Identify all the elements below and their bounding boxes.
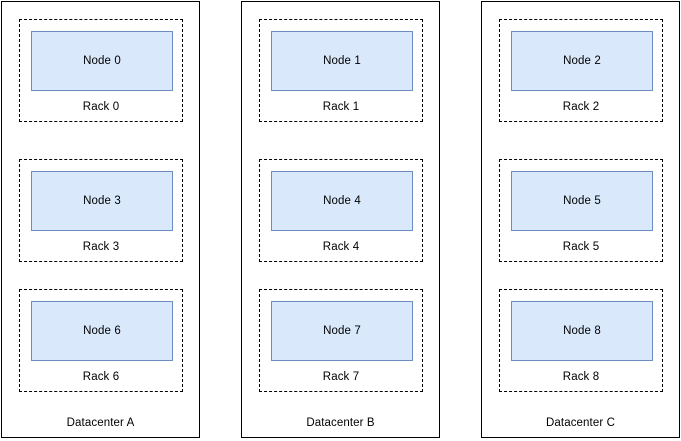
rack-container-1[interactable]: Node 1 Rack 1 <box>259 19 423 122</box>
node-label: Node 3 <box>83 195 121 207</box>
rack-container-2[interactable]: Node 2 Rack 2 <box>499 19 663 122</box>
rack-label: Rack 8 <box>562 371 600 383</box>
node-box-4[interactable]: Node 4 <box>271 171 413 231</box>
node-label: Node 2 <box>563 55 601 67</box>
rack-label: Rack 4 <box>322 241 360 253</box>
datacenter-label: Datacenter C <box>546 417 615 429</box>
datacenter-container-c[interactable]: Node 2 Rack 2 Node 5 Rack 5 Node 8 Rack … <box>481 1 680 438</box>
node-box-6[interactable]: Node 6 <box>31 301 173 361</box>
node-box-0[interactable]: Node 0 <box>31 31 173 91</box>
node-box-3[interactable]: Node 3 <box>31 171 173 231</box>
node-label: Node 0 <box>83 55 121 67</box>
rack-label: Rack 5 <box>562 241 600 253</box>
node-label: Node 7 <box>323 325 361 337</box>
node-box-8[interactable]: Node 8 <box>511 301 653 361</box>
node-box-1[interactable]: Node 1 <box>271 31 413 91</box>
rack-container-8[interactable]: Node 8 Rack 8 <box>499 289 663 392</box>
datacenter-container-b[interactable]: Node 1 Rack 1 Node 4 Rack 4 Node 7 Rack … <box>241 1 440 438</box>
node-label: Node 4 <box>323 195 361 207</box>
rack-container-3[interactable]: Node 3 Rack 3 <box>19 159 183 262</box>
node-label: Node 8 <box>563 325 601 337</box>
rack-container-5[interactable]: Node 5 Rack 5 <box>499 159 663 262</box>
datacenter-container-a[interactable]: Node 0 Rack 0 Node 3 Rack 3 Node 6 Rack … <box>1 1 200 438</box>
rack-label: Rack 0 <box>82 101 120 113</box>
rack-container-7[interactable]: Node 7 Rack 7 <box>259 289 423 392</box>
rack-label: Rack 2 <box>562 101 600 113</box>
datacenter-label: Datacenter A <box>66 417 135 429</box>
rack-label: Rack 6 <box>82 371 120 383</box>
node-label: Node 1 <box>323 55 361 67</box>
rack-label: Rack 7 <box>322 371 360 383</box>
rack-label: Rack 3 <box>82 241 120 253</box>
datacenter-label: Datacenter B <box>306 417 375 429</box>
node-box-5[interactable]: Node 5 <box>511 171 653 231</box>
node-box-2[interactable]: Node 2 <box>511 31 653 91</box>
rack-label: Rack 1 <box>322 101 360 113</box>
rack-container-6[interactable]: Node 6 Rack 6 <box>19 289 183 392</box>
node-box-7[interactable]: Node 7 <box>271 301 413 361</box>
node-label: Node 6 <box>83 325 121 337</box>
rack-container-4[interactable]: Node 4 Rack 4 <box>259 159 423 262</box>
node-label: Node 5 <box>563 195 601 207</box>
rack-container-0[interactable]: Node 0 Rack 0 <box>19 19 183 122</box>
